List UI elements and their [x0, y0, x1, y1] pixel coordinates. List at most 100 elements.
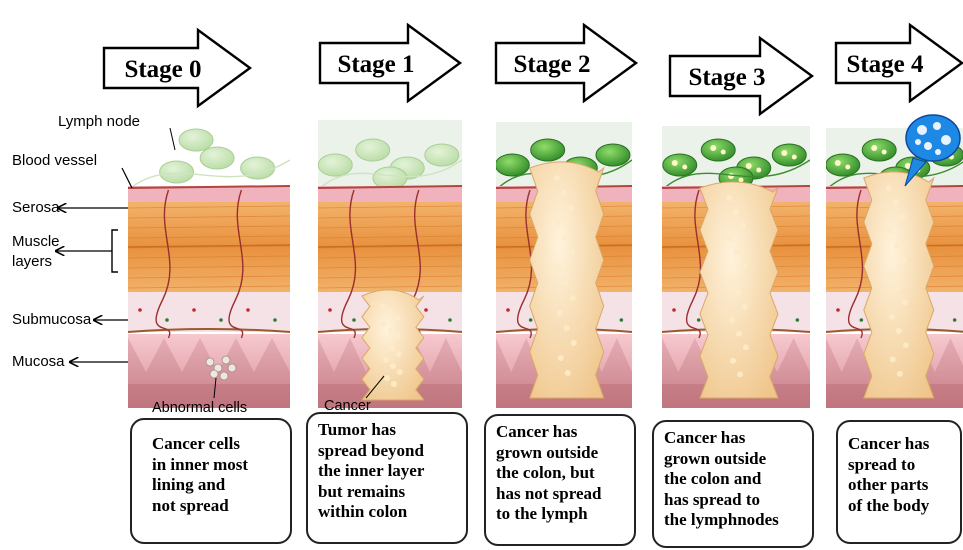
stage-4-arrow: Stage 4 — [836, 25, 962, 101]
stage-3-label: Stage 3 — [688, 64, 765, 91]
stage-2-cross-section — [495, 122, 632, 408]
abnormal-cells-label: Abnormal cells — [152, 400, 247, 416]
stage-1-description: Tumor has spread beyond the inner layer … — [306, 412, 468, 544]
tumor-cell — [728, 276, 734, 282]
tumor-cell — [569, 250, 575, 256]
lymph-node-tumor-cell — [721, 150, 726, 155]
tumor-cell — [743, 344, 749, 350]
tumor-cell — [565, 370, 571, 376]
submucosa-label: Submucosa — [12, 311, 92, 328]
submucosa-cell — [273, 318, 277, 322]
lymph-node-tumor-cell — [871, 145, 877, 151]
tumor-cell — [396, 351, 402, 357]
lymph-node — [862, 139, 896, 161]
tumor-cell — [733, 209, 739, 215]
tumor-cell — [554, 175, 560, 181]
lymph-node — [318, 154, 352, 176]
stage-3-arrow: Stage 3 — [670, 38, 812, 114]
tumor-cell — [740, 222, 746, 228]
lymph-node — [373, 167, 407, 189]
metastasis-cell — [933, 122, 941, 130]
lymph-node-tumor-cell — [746, 163, 752, 169]
lymph-node — [663, 154, 697, 176]
submucosa-layer — [128, 292, 290, 332]
tumor-cell — [890, 356, 896, 362]
tumor-cell — [894, 242, 900, 248]
stage-2-arrow: Stage 2 — [496, 25, 636, 101]
muscle-bracket — [112, 230, 118, 272]
lymph-node — [531, 139, 565, 161]
tumor-cell — [888, 271, 894, 277]
stage-0-arrow: Stage 0 — [104, 30, 250, 106]
metastasis-cell — [915, 139, 921, 145]
tumor-cell — [395, 333, 401, 339]
tumor-cell — [741, 263, 747, 269]
lymph-node-tumor-cell — [682, 165, 687, 170]
lymph-node — [200, 147, 234, 169]
muscle-label-line1: Muscle — [12, 233, 60, 250]
abnormal-cell — [206, 358, 214, 366]
submucosa-cell — [953, 318, 957, 322]
tumor-cell — [742, 304, 748, 310]
tumor-cell — [730, 358, 736, 364]
tumor-cell — [568, 205, 574, 211]
stage-0-cross-section — [128, 120, 290, 408]
tumor-cell — [903, 342, 909, 348]
submucosa-cell — [796, 318, 800, 322]
submucosa-cell — [352, 318, 356, 322]
tumor-cell — [563, 280, 569, 286]
tumor-cell — [389, 345, 395, 351]
lymph-node — [701, 139, 735, 161]
tumor-cell — [896, 328, 902, 334]
submucosa-cell — [448, 318, 452, 322]
tumor-cell — [556, 265, 562, 271]
tumor-cell — [564, 325, 570, 331]
tumor-cell — [557, 310, 563, 316]
abnormal-cell — [220, 372, 228, 380]
tumor-cell — [727, 236, 733, 242]
lymph-node — [772, 144, 806, 166]
stage-0-label: Stage 0 — [124, 56, 201, 83]
tumor — [700, 182, 778, 398]
stage-1-arrow: Stage 1 — [320, 25, 460, 101]
submucosa-cell — [328, 308, 332, 312]
tumor-cell — [383, 357, 389, 363]
submucosa-cell — [697, 318, 701, 322]
stage-2-label: Stage 2 — [513, 51, 590, 78]
metastasis-bubble-body — [906, 115, 960, 161]
submucosa-cell — [836, 308, 840, 312]
lymph-node-tumor-cell — [792, 155, 797, 160]
submucosa-cell — [860, 318, 864, 322]
tumor-cell — [562, 235, 568, 241]
submucosa-cell — [506, 308, 510, 312]
stage-4-description: Cancer has spread to other parts of the … — [836, 420, 962, 544]
abnormal-cell — [222, 356, 230, 364]
lymph-node — [826, 154, 860, 176]
tumor-cell — [384, 375, 390, 381]
stage-2-description: Cancer has grown outside the colon, but … — [484, 414, 636, 546]
tumor-cell — [735, 290, 741, 296]
lymph-node-tumor-cell — [728, 173, 734, 179]
lymph-node — [596, 144, 630, 166]
serosa-label: Serosa — [12, 199, 60, 216]
stage-3-description: Cancer has grown outside the colon and h… — [652, 420, 814, 548]
submucosa-cell — [192, 308, 196, 312]
stage-1-cross-section — [318, 120, 462, 408]
submucosa-cell — [246, 308, 250, 312]
tumor-cell — [561, 190, 567, 196]
lymph-node-tumor-cell — [756, 168, 761, 173]
lymph-node — [179, 129, 213, 151]
tumor-cell — [571, 340, 577, 346]
tumor-cell — [734, 249, 740, 255]
abnormal-cell — [210, 370, 218, 378]
tumor-cell — [558, 355, 564, 361]
tumor-cell — [893, 199, 899, 205]
lymph-node-tumor-cell — [710, 145, 716, 151]
tumor-cell — [726, 195, 732, 201]
tumor-cell — [737, 371, 743, 377]
tumor-cell — [390, 363, 396, 369]
tumor-cell — [729, 317, 735, 323]
metastasis-cell — [935, 149, 941, 155]
submucosa-cell — [138, 308, 142, 312]
stage-1-label: Stage 1 — [337, 51, 414, 78]
